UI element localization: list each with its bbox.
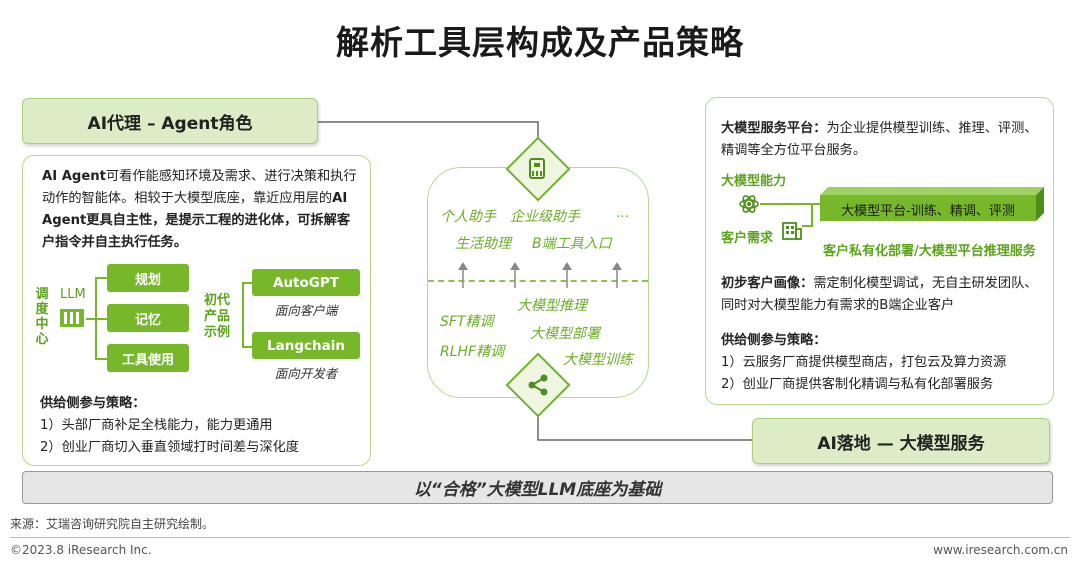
up-arrows: [458, 262, 622, 288]
llm-label: LLM: [60, 287, 86, 302]
demand-label: 客户需求: [721, 231, 774, 246]
tree-connector: [95, 358, 107, 360]
product-langchain: Langchain: [252, 332, 360, 359]
tree-connector: [86, 318, 96, 320]
customer-profile: 初步客户画像：需定制化模型调试，无自主研发团队、同时对大模型能力有需求的B端企业…: [721, 273, 1043, 317]
atom-icon: [739, 195, 759, 213]
foundation-bar: 以“合格”大模型LLM底座为基础: [22, 471, 1053, 504]
building-icon: [782, 222, 802, 240]
product-autogpt: AutoGPT: [252, 269, 360, 296]
tree-connector: [242, 346, 252, 348]
agent-term: AI Agent: [42, 169, 106, 184]
tree-connector: [95, 318, 107, 320]
dispatch-center-label: 调 度 中 心: [35, 287, 49, 347]
left-strategy-item-2: 2）创业厂商切入垂直领域打时间差与深化度: [40, 440, 299, 455]
capability-label: 大模型能力: [721, 174, 787, 189]
agent-desc-body: 可看作能感知环境及需求、进行决策和执行动作的智能体。相较于大模型底座，靠近应用层…: [42, 169, 357, 206]
task-rlhf: RLHF精调: [440, 344, 505, 360]
platform-bar-caption: 客户私有化部署/大模型平台推理服务: [823, 244, 1036, 259]
platform-description: 大模型服务平台：为企业提供模型训练、推理、评测、精调等全方位平台服务。: [721, 118, 1041, 162]
app-b2b-tool-entry: B端工具入口: [532, 236, 612, 252]
platform-title: 大模型服务平台：: [721, 121, 827, 136]
right-strategy-item-1: 1）云服务厂商提供模型商店，打包云及算力资源: [721, 355, 1007, 370]
share-nodes-icon: [528, 374, 548, 396]
server-chip-icon: [529, 158, 545, 179]
app-life-assistant: 生活助理: [455, 236, 511, 252]
website: www.iresearch.com.cn: [933, 543, 1068, 557]
product-autogpt-sub: 面向客户端: [274, 303, 338, 318]
app-personal-assistant: 个人助手: [440, 209, 496, 225]
module-tool-use: 工具使用: [107, 344, 189, 372]
source-note: 来源：艾瑞咨询研究院自主研究绘制。: [10, 517, 215, 531]
module-memory: 记忆: [107, 304, 189, 332]
footer-divider: [10, 537, 1070, 538]
platform-bar-3d: [820, 187, 1044, 221]
capability-connectors: [760, 203, 826, 227]
tree-connector: [95, 277, 107, 279]
product-langchain-sub: 面向开发者: [274, 366, 338, 381]
agent-header: AI代理 – Agent角色: [22, 98, 318, 144]
layer-divider: [428, 280, 648, 282]
app-enterprise-assistant: 企业级助手: [510, 209, 580, 225]
tree-connector: [242, 282, 244, 348]
left-strategy-item-1: 1）头部厂商补足全栈能力，能力更通用: [40, 418, 273, 433]
platform-desc: 为企业提供模型训练、推理、评测、精调等全方位平台服务。: [721, 121, 1038, 158]
early-products-label: 初代 产品 示例: [204, 293, 231, 340]
task-sft: SFT精调: [440, 314, 494, 330]
agent-description: AI Agent可看作能感知环境及需求、进行决策和执行动作的智能体。相较于大模型…: [42, 166, 360, 254]
module-planning: 规划: [107, 264, 189, 292]
page-title: 解析工具层构成及产品策略: [336, 23, 744, 62]
task-inference: 大模型推理: [517, 298, 587, 314]
platform-bar-label: 大模型平台-训练、精调、评测: [841, 203, 1015, 219]
left-strategy-title: 供给侧参与策略：: [40, 396, 146, 411]
llm-chip-icon: [60, 309, 84, 327]
agent-desc-emphasis: AI Agent更具自主性，是提示工程的进化体，可拆解客户指令并自主执行任务。: [42, 191, 351, 250]
service-header: AI落地 — 大模型服务: [752, 418, 1050, 464]
service-panel: [705, 97, 1054, 405]
tree-connector: [242, 282, 252, 284]
task-deployment: 大模型部署: [530, 326, 600, 342]
task-training: 大模型训练: [563, 352, 633, 368]
right-strategy-title: 供给侧参与策略：: [721, 333, 827, 348]
copyright: ©2023.8 iResearch Inc.: [10, 543, 152, 557]
app-more: …: [616, 206, 629, 221]
profile-desc: 需定制化模型调试，无自主研发团队、同时对大模型能力有需求的B端企业客户: [721, 276, 1038, 313]
right-strategy-item-2: 2）创业厂商提供客制化精调与私有化部署服务: [721, 377, 994, 392]
profile-title: 初步客户画像：: [721, 276, 814, 291]
